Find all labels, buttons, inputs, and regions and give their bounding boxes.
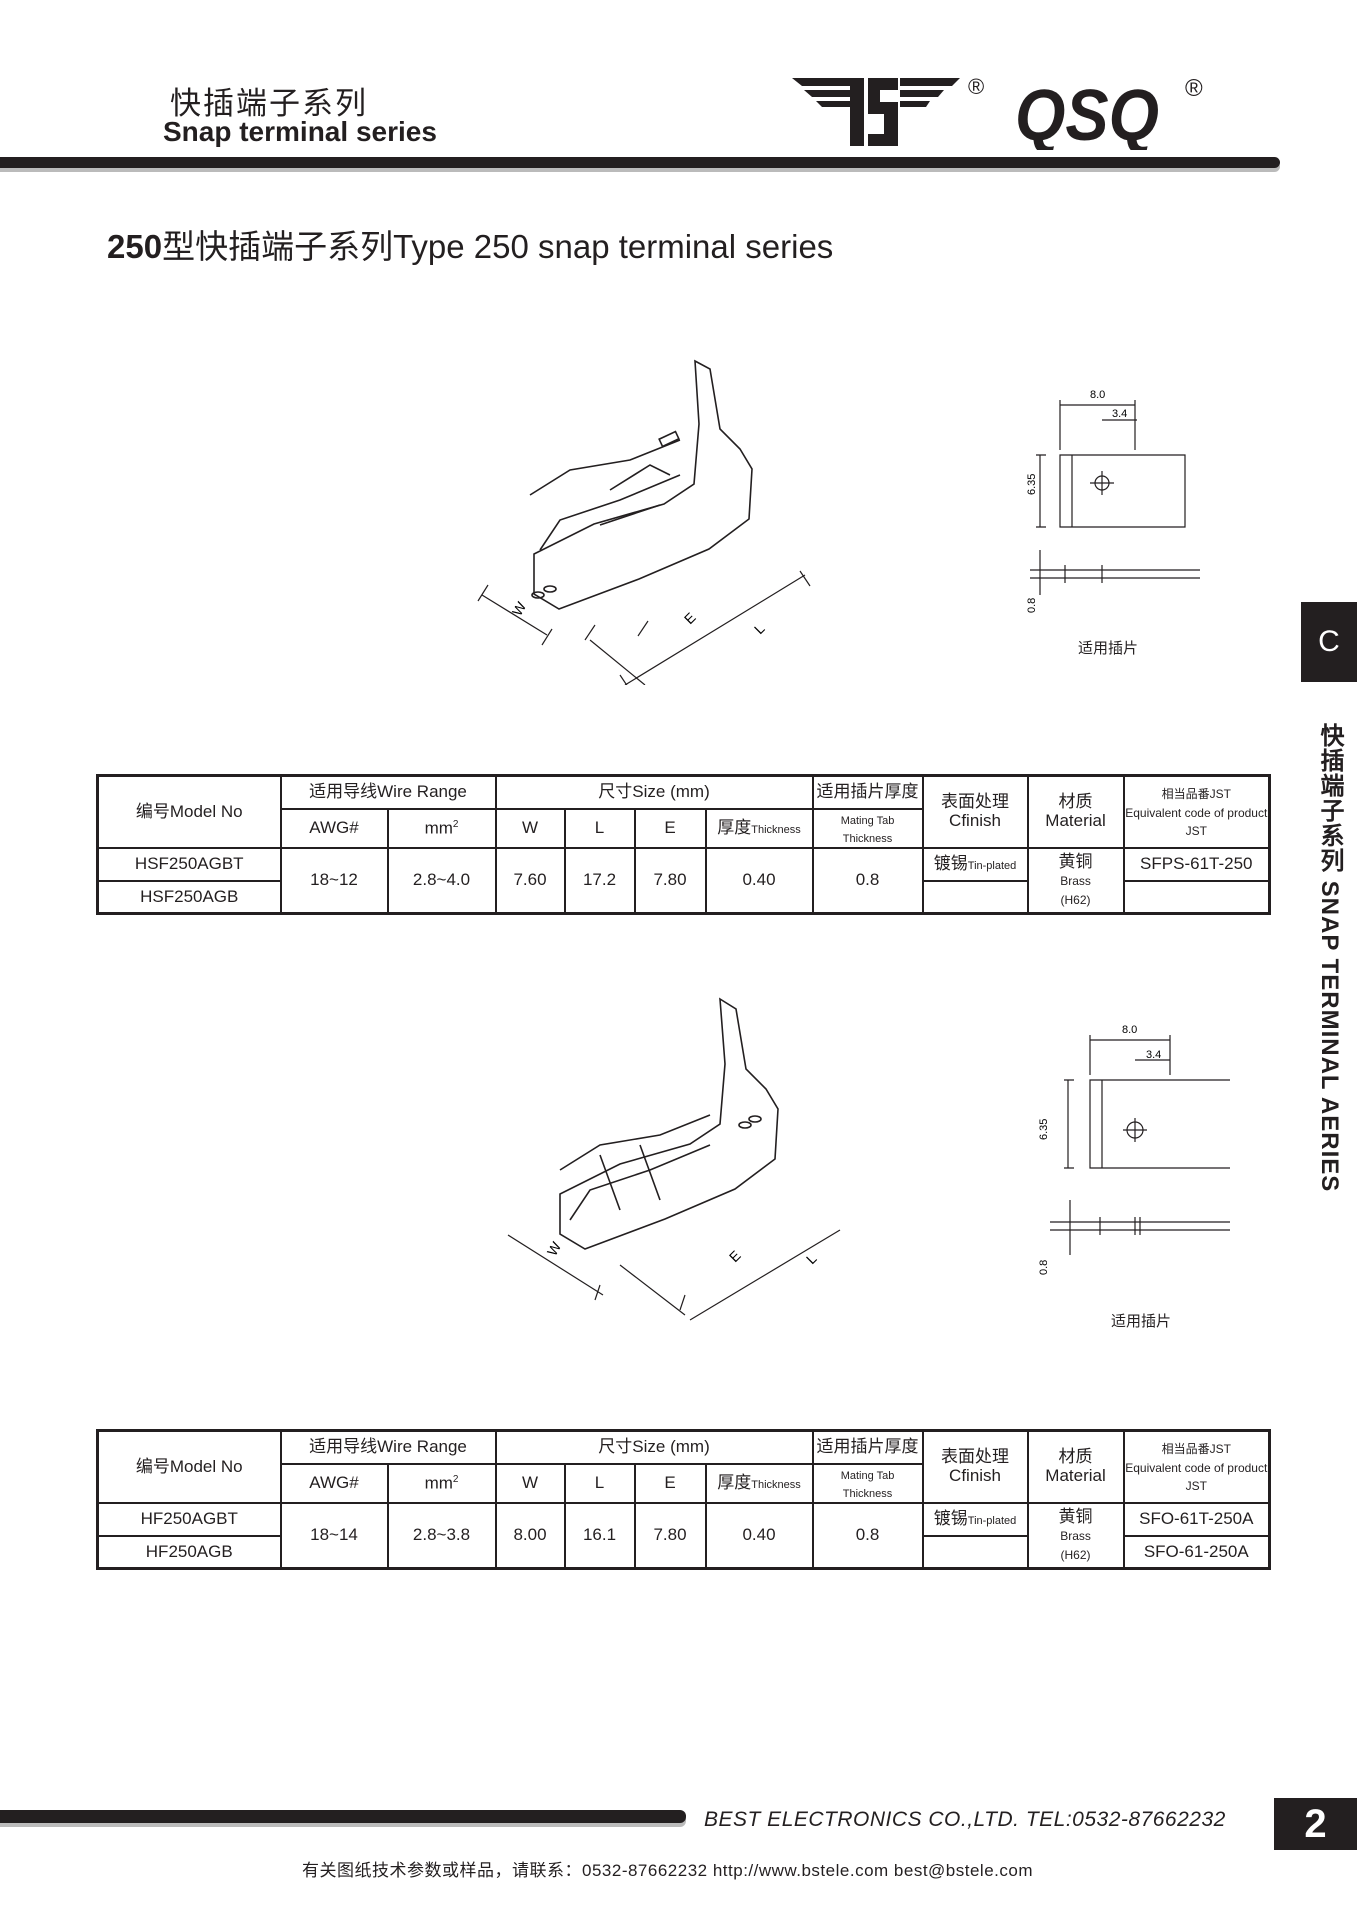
wire-range-header: 适用导线Wire Range	[279, 774, 497, 810]
mm2-header: mm2	[386, 807, 497, 849]
awg-header: AWG#	[279, 1462, 389, 1504]
mating-cell: 0.8	[811, 846, 924, 915]
w-header: W	[494, 807, 566, 849]
finish-cell: 镀锡Tin-plated	[921, 846, 1029, 882]
tab-drawing-2: 8.0 3.4 6.35 0.8	[1038, 1024, 1230, 1275]
header-title-en: Snap terminal series	[163, 116, 437, 147]
tab-caption-2: 适用插片	[1111, 1313, 1172, 1330]
wire-range-header: 适用导线Wire Range	[279, 1429, 497, 1465]
model-header: 编号Model No	[96, 1429, 282, 1504]
svg-text:3.4: 3.4	[1112, 408, 1127, 420]
terminal-drawing-2: W E L	[507, 997, 841, 1321]
terminal-drawing-1: W E L	[477, 359, 811, 685]
page-number: 2	[1274, 1798, 1357, 1850]
e-cell: 7.80	[633, 846, 707, 915]
mm2-cell: 2.8~4.0	[386, 846, 497, 915]
l-header: L	[563, 1462, 636, 1504]
awg-cell: 18~14	[279, 1501, 389, 1570]
footer-divider	[0, 1810, 686, 1823]
svg-text:8.0: 8.0	[1122, 1024, 1137, 1036]
table-row: HF250AGB SFO-61-250A	[96, 1534, 1271, 1570]
thickness-header: 厚度Thickness	[704, 807, 814, 849]
side-section-label: 快插端子系列 SNAP TERMINAL AERIES	[1316, 723, 1343, 1193]
e-header: E	[633, 1462, 707, 1504]
mating-cell: 0.8	[811, 1501, 924, 1570]
size-header: 尺寸Size (mm)	[494, 774, 814, 810]
l-cell: 17.2	[563, 846, 636, 915]
thickness-cell: 0.40	[704, 846, 814, 915]
svg-text:®: ®	[968, 74, 984, 99]
section-heading: 250型快插端子系列Type 250 snap terminal series	[107, 228, 834, 265]
table-row: HSF250AGB	[96, 879, 1271, 915]
mm2-cell: 2.8~3.8	[386, 1501, 497, 1570]
header-divider	[0, 157, 1280, 168]
w-cell: 8.00	[494, 1501, 566, 1570]
jst-cell: SFO-61-250A	[1122, 1534, 1271, 1570]
footer-company: BEST ELECTRONICS CO.,LTD. TEL:0532-87662…	[704, 1808, 1226, 1831]
model-cell: HF250AGB	[96, 1534, 282, 1570]
brand-logo: ® QSQ ®	[790, 70, 1240, 156]
svg-text:W: W	[509, 598, 530, 618]
svg-text:0.8: 0.8	[1026, 598, 1038, 613]
w-header: W	[494, 1462, 566, 1504]
spec-table-1: 编号Model No 适用导线Wire Range 尺寸Size (mm) 适用…	[96, 774, 1272, 916]
w-cell: 7.60	[494, 846, 566, 915]
l-cell: 16.1	[563, 1501, 636, 1570]
svg-text:3.4: 3.4	[1146, 1049, 1161, 1061]
finish-cell	[921, 1534, 1029, 1570]
model-header: 编号Model No	[96, 774, 282, 849]
section-tab: C	[1301, 602, 1357, 682]
model-cell: HSF250AGBT	[96, 846, 282, 882]
svg-text:L: L	[751, 620, 768, 637]
jst-cell: SFPS-61T-250	[1122, 846, 1271, 882]
tab-caption-1: 适用插片	[1078, 640, 1139, 657]
mating-header-cn: 适用插片厚度	[811, 774, 924, 810]
table-row: HSF250AGBT 18~12 2.8~4.0 7.60 17.2 7.80 …	[96, 846, 1271, 915]
e-cell: 7.80	[633, 1501, 707, 1570]
jst-cell: SFO-61T-250A	[1122, 1501, 1271, 1537]
header-title-cn: 快插端子系列	[170, 86, 368, 121]
spec-table-2: 编号Model No 适用导线Wire Range 尺寸Size (mm) 适用…	[96, 1429, 1272, 1571]
awg-header: AWG#	[279, 807, 389, 849]
model-cell: HF250AGBT	[96, 1501, 282, 1537]
svg-text:®: ®	[1185, 75, 1203, 102]
svg-text:E: E	[681, 609, 699, 627]
table-row: HF250AGBT 18~14 2.8~3.8 8.00 16.1 7.80 0…	[96, 1501, 1271, 1570]
svg-text:E: E	[726, 1247, 744, 1265]
awg-cell: 18~12	[279, 846, 389, 915]
svg-text:QSQ: QSQ	[1015, 75, 1159, 150]
model-cell: HSF250AGB	[96, 879, 282, 915]
svg-text:W: W	[544, 1238, 565, 1258]
e-header: E	[633, 807, 707, 849]
svg-text:6.35: 6.35	[1038, 1119, 1050, 1140]
footer-contact: 有关图纸技术参数或样品，请联系：0532-87662232 http://www…	[302, 1861, 1033, 1880]
tab-drawing-1: 8.0 3.4 6.35 0.8	[1026, 389, 1200, 613]
svg-text:L: L	[803, 1250, 820, 1267]
thickness-cell: 0.40	[704, 1501, 814, 1570]
svg-text:8.0: 8.0	[1090, 389, 1105, 401]
thickness-header: 厚度Thickness	[704, 1462, 814, 1504]
mating-header-cn: 适用插片厚度	[811, 1429, 924, 1465]
svg-text:0.8: 0.8	[1038, 1260, 1050, 1275]
finish-cell: 镀锡Tin-plated	[921, 1501, 1029, 1537]
l-header: L	[563, 807, 636, 849]
jst-cell	[1122, 879, 1271, 915]
size-header: 尺寸Size (mm)	[494, 1429, 814, 1465]
mm2-header: mm2	[386, 1462, 497, 1504]
svg-text:6.35: 6.35	[1026, 474, 1038, 495]
finish-cell	[921, 879, 1029, 915]
